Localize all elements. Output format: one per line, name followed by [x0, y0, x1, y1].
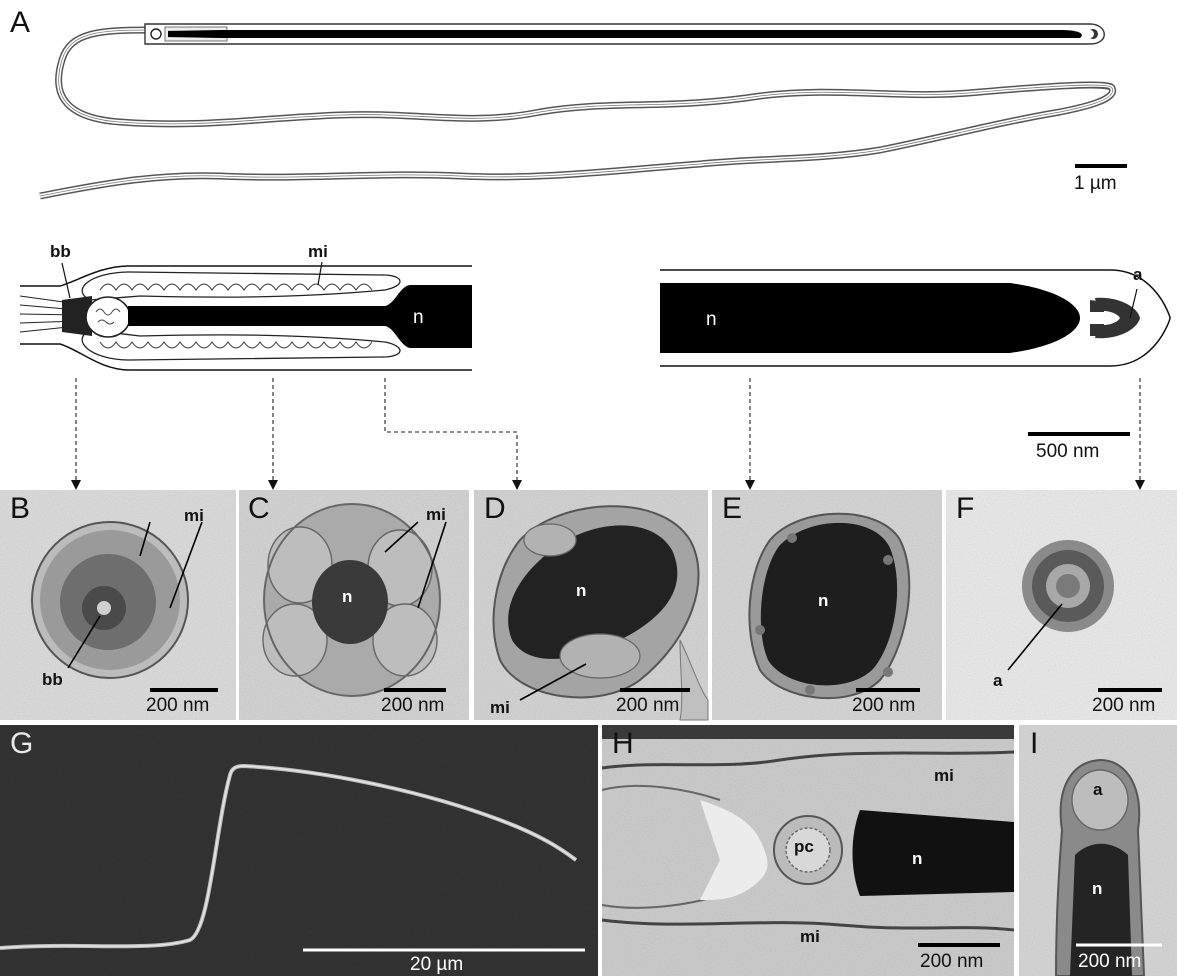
panel-h-label-proximal-centriole: pc — [794, 838, 814, 855]
panel-h-label-mi-top: mi — [934, 767, 954, 784]
panel-h-label-mi-bottom: mi — [800, 928, 820, 945]
schematic-label-bb: bb — [50, 243, 71, 260]
panel-f-image — [946, 490, 1177, 720]
panel-g-letter: G — [10, 729, 33, 759]
panel-e-label-nucleus: n — [818, 592, 828, 609]
panel-c-letter: C — [248, 494, 270, 524]
panel-b-letter: B — [10, 494, 30, 524]
panel-a-scale-label: 1 µm — [1074, 174, 1117, 193]
schematic-connectors — [76, 378, 1140, 487]
schematic-midpiece-drawing — [20, 262, 472, 370]
panel-h-label-nucleus: n — [912, 850, 922, 867]
schematic-label-nucleus-left: n — [413, 308, 424, 327]
panel-a-letter: A — [10, 8, 30, 38]
panel-i-label-nucleus: n — [1092, 880, 1102, 897]
panel-d-label-mi: mi — [490, 699, 510, 716]
panel-c-scale-label: 200 nm — [381, 696, 444, 715]
panel-f-letter: F — [956, 494, 974, 524]
panel-c-label-nucleus: n — [342, 588, 352, 605]
panel-d-image — [474, 490, 708, 720]
schematic-head-drawing — [660, 270, 1170, 366]
panel-h-letter: H — [612, 729, 634, 759]
panel-b-label-mi: mi — [184, 507, 204, 524]
panel-d-label-nucleus: n — [576, 582, 586, 599]
panel-i-image — [1019, 725, 1177, 976]
panel-g-image — [0, 725, 598, 976]
connector-arrowheads — [71, 480, 1145, 490]
panel-b-label-bb: bb — [42, 671, 63, 688]
panel-e-scale-label: 200 nm — [852, 696, 915, 715]
schematic-label-mi: mi — [308, 243, 328, 260]
panel-h-scale-label: 200 nm — [920, 952, 983, 971]
panel-d-scale-label: 200 nm — [616, 696, 679, 715]
panel-c-label-mi: mi — [426, 506, 446, 523]
panel-c-image — [239, 490, 469, 720]
panel-e-letter: E — [722, 494, 742, 524]
schematic-label-nucleus-right: n — [706, 310, 717, 329]
panel-b-scale-label: 200 nm — [146, 696, 209, 715]
panel-i-letter: I — [1030, 729, 1038, 759]
schematic-scale-label: 500 nm — [1036, 442, 1099, 461]
schematic-label-acrosome: a — [1133, 266, 1142, 283]
panel-i-scale-label: 200 nm — [1078, 952, 1141, 971]
panel-f-label-acrosome: a — [993, 672, 1002, 689]
panel-a-sperm-drawing — [40, 24, 1113, 196]
panel-f-scale-label: 200 nm — [1092, 696, 1155, 715]
panel-d-letter: D — [484, 494, 506, 524]
panel-i-label-acrosome: a — [1093, 781, 1102, 798]
panel-g-scale-label: 20 µm — [410, 955, 463, 974]
